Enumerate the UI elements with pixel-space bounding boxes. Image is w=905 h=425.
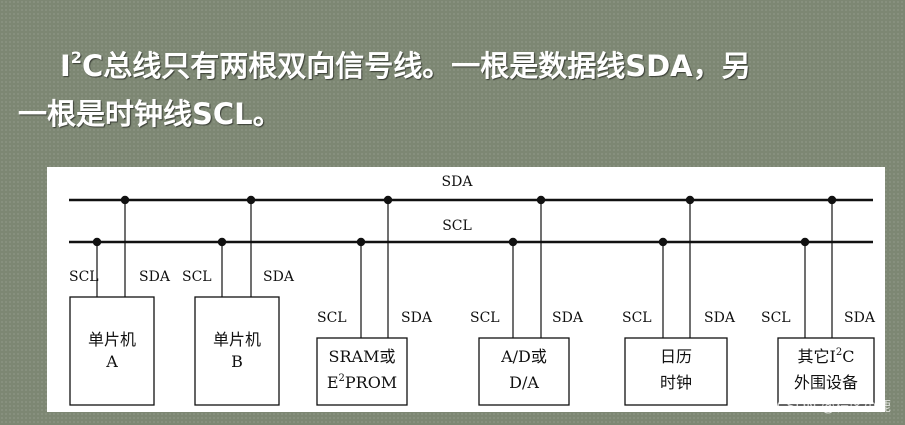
device-label-line-2: B [231,352,243,371]
csdn-watermark: CSDN @程序小鹿 [776,399,891,415]
scl-bus-label: SCL [442,218,472,234]
scl-junction-dot [217,237,227,247]
device-label-line-2: 时钟 [660,373,692,392]
scl-junction-dot [800,237,810,247]
sda-pin-label: SDA [263,269,295,285]
sda-pin-label: SDA [401,310,433,326]
device-box [624,337,728,406]
scl-junction-dot [92,237,102,247]
device-label-line-1: 日历 [660,347,692,366]
device-label-line-2: 外围设备 [794,373,858,392]
i2c-bus-diagram: SDA SCL SCL SDA 单片机 A SCL SDA 单片机 B [47,167,885,412]
device-box [478,337,570,406]
heading-line-2: 一根是时钟线SCL。 [18,97,282,131]
device-label-line-1: A/D或 [500,347,547,366]
sda-junction-dot [685,195,695,205]
sda-bus-label: SDA [442,174,474,190]
heading-superscript: 2 [70,48,82,67]
scl-junction-dot [356,237,366,247]
sda-junction-dot [383,195,393,205]
scl-pin-label: SCL [761,310,791,326]
scl-junction-dot [508,237,518,247]
sda-pin-label: SDA [704,310,736,326]
heading-i: I [60,49,71,83]
sda-pin-label: SDA [552,310,584,326]
scl-pin-label: SCL [622,310,652,326]
sda-junction-dot [536,195,546,205]
device-label-line-1: 单片机 [88,330,136,349]
i2c-diagram-svg: SDA SCL SCL SDA 单片机 A SCL SDA 单片机 B [69,174,876,406]
device-label-line-1: SRAM或 [329,347,396,366]
slide-heading: I2C总线只有两根双向信号线。一根是数据线SDA，另 一根是时钟线SCL。 [18,34,905,138]
sda-pin-label: SDA [844,310,876,326]
scl-pin-label: SCL [182,269,212,285]
device-label-line-1: 单片机 [213,330,261,349]
device-label-line-2: D/A [509,373,539,392]
sda-junction-dot [120,195,130,205]
device-label-line-2: E2PROM [327,373,397,392]
device-mcu-b: SCL SDA 单片机 B [182,195,295,406]
device-box [777,337,875,406]
device-adc-dac: SCL SDA A/D或 D/A [470,195,584,406]
device-mcu-a: SCL SDA 单片机 A [69,195,171,406]
scl-junction-dot [658,237,668,247]
device-other-i2c-peripherals: SCL SDA 其它I2C 外围设备 [761,195,876,406]
heading-line-1-text: C总线只有两根双向信号线。一根是数据线SDA，另 [81,49,751,83]
device-label-line-2: A [105,352,118,371]
device-box [69,296,155,406]
scl-pin-label: SCL [317,310,347,326]
scl-pin-label: SCL [69,269,99,285]
device-box [194,296,280,406]
sda-pin-label: SDA [139,269,171,285]
device-box [316,337,408,406]
scl-pin-label: SCL [470,310,500,326]
device-label-line-1: 其它I2C [798,347,855,366]
heading-line-1: I2C总线只有两根双向信号线。一根是数据线SDA，另 [18,34,905,90]
device-calendar-clock: SCL SDA 日历 时钟 [622,195,736,406]
sda-junction-dot [246,195,256,205]
device-sram-eeprom: SCL SDA SRAM或 E2PROM [316,195,433,406]
sda-junction-dot [827,195,837,205]
